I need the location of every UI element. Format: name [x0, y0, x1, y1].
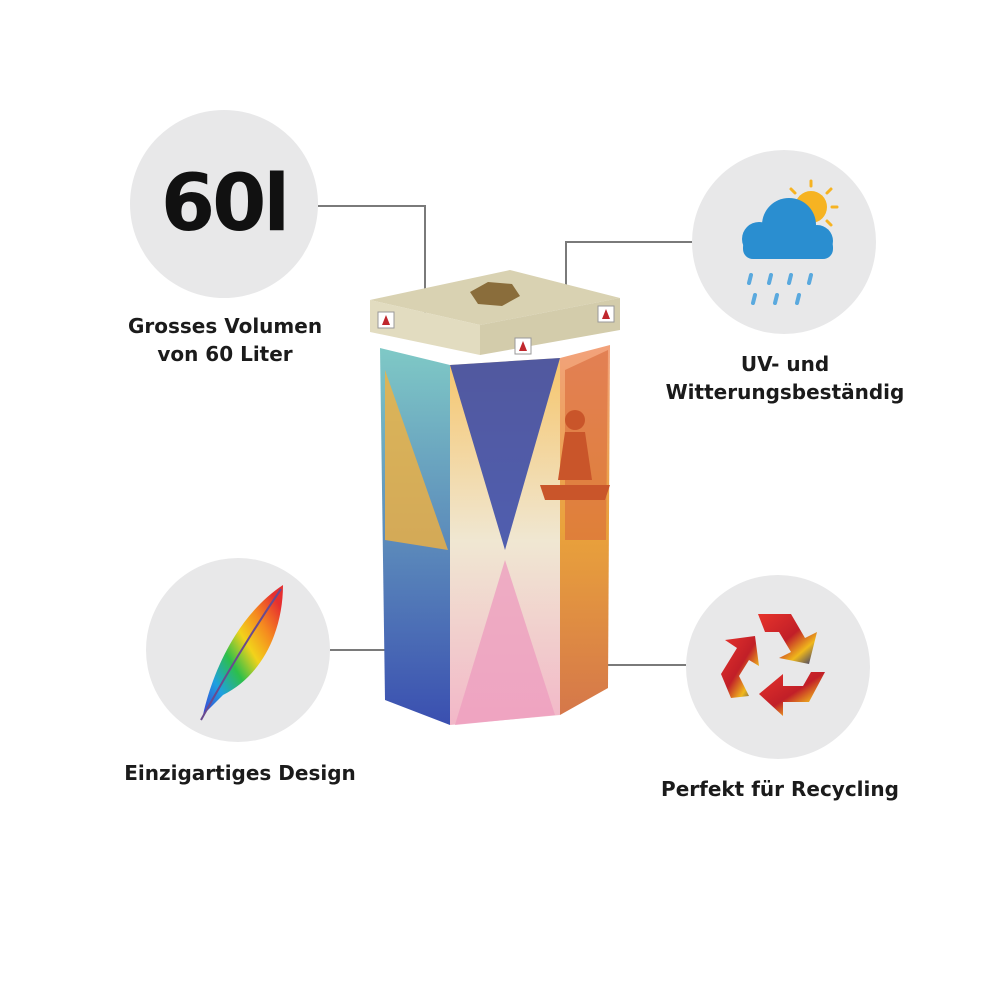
weather-caption: UV- und Witterungsbeständig: [640, 350, 930, 406]
weather-circle: [692, 150, 876, 334]
bin-pattern-orange: [385, 370, 448, 550]
weather-caption-line1: UV- und: [740, 352, 830, 376]
feather-icon: [200, 585, 283, 721]
weather-caption-line2: Witterungsbeständig: [665, 380, 905, 404]
meditation-figure: [540, 410, 610, 500]
volume-caption: Grosses Volumen von 60 Liter: [100, 312, 350, 368]
recycling-icon: [721, 614, 825, 716]
volume-badge: 60l: [160, 159, 290, 249]
recycling-circle: [686, 575, 870, 759]
recycling-caption: Perfekt für Recycling: [661, 777, 899, 801]
bin-pattern-blue: [450, 358, 560, 550]
bin-lid-front: [370, 300, 480, 355]
weather-icon: [742, 179, 839, 305]
volume-caption-line2: von 60 Liter: [157, 342, 293, 366]
bin-lid-opening: [470, 282, 520, 306]
product-bin: [370, 270, 620, 725]
bin-pattern-pink: [455, 560, 555, 725]
rain-icon: [747, 273, 813, 305]
leader-weather: [565, 241, 692, 296]
cloud-icon: [742, 198, 833, 259]
volume-circle: 60l: [130, 110, 318, 298]
design-caption: Einzigartiges Design: [124, 761, 356, 785]
volume-caption-line1: Grosses Volumen: [127, 314, 323, 338]
design-circle: [146, 558, 330, 742]
